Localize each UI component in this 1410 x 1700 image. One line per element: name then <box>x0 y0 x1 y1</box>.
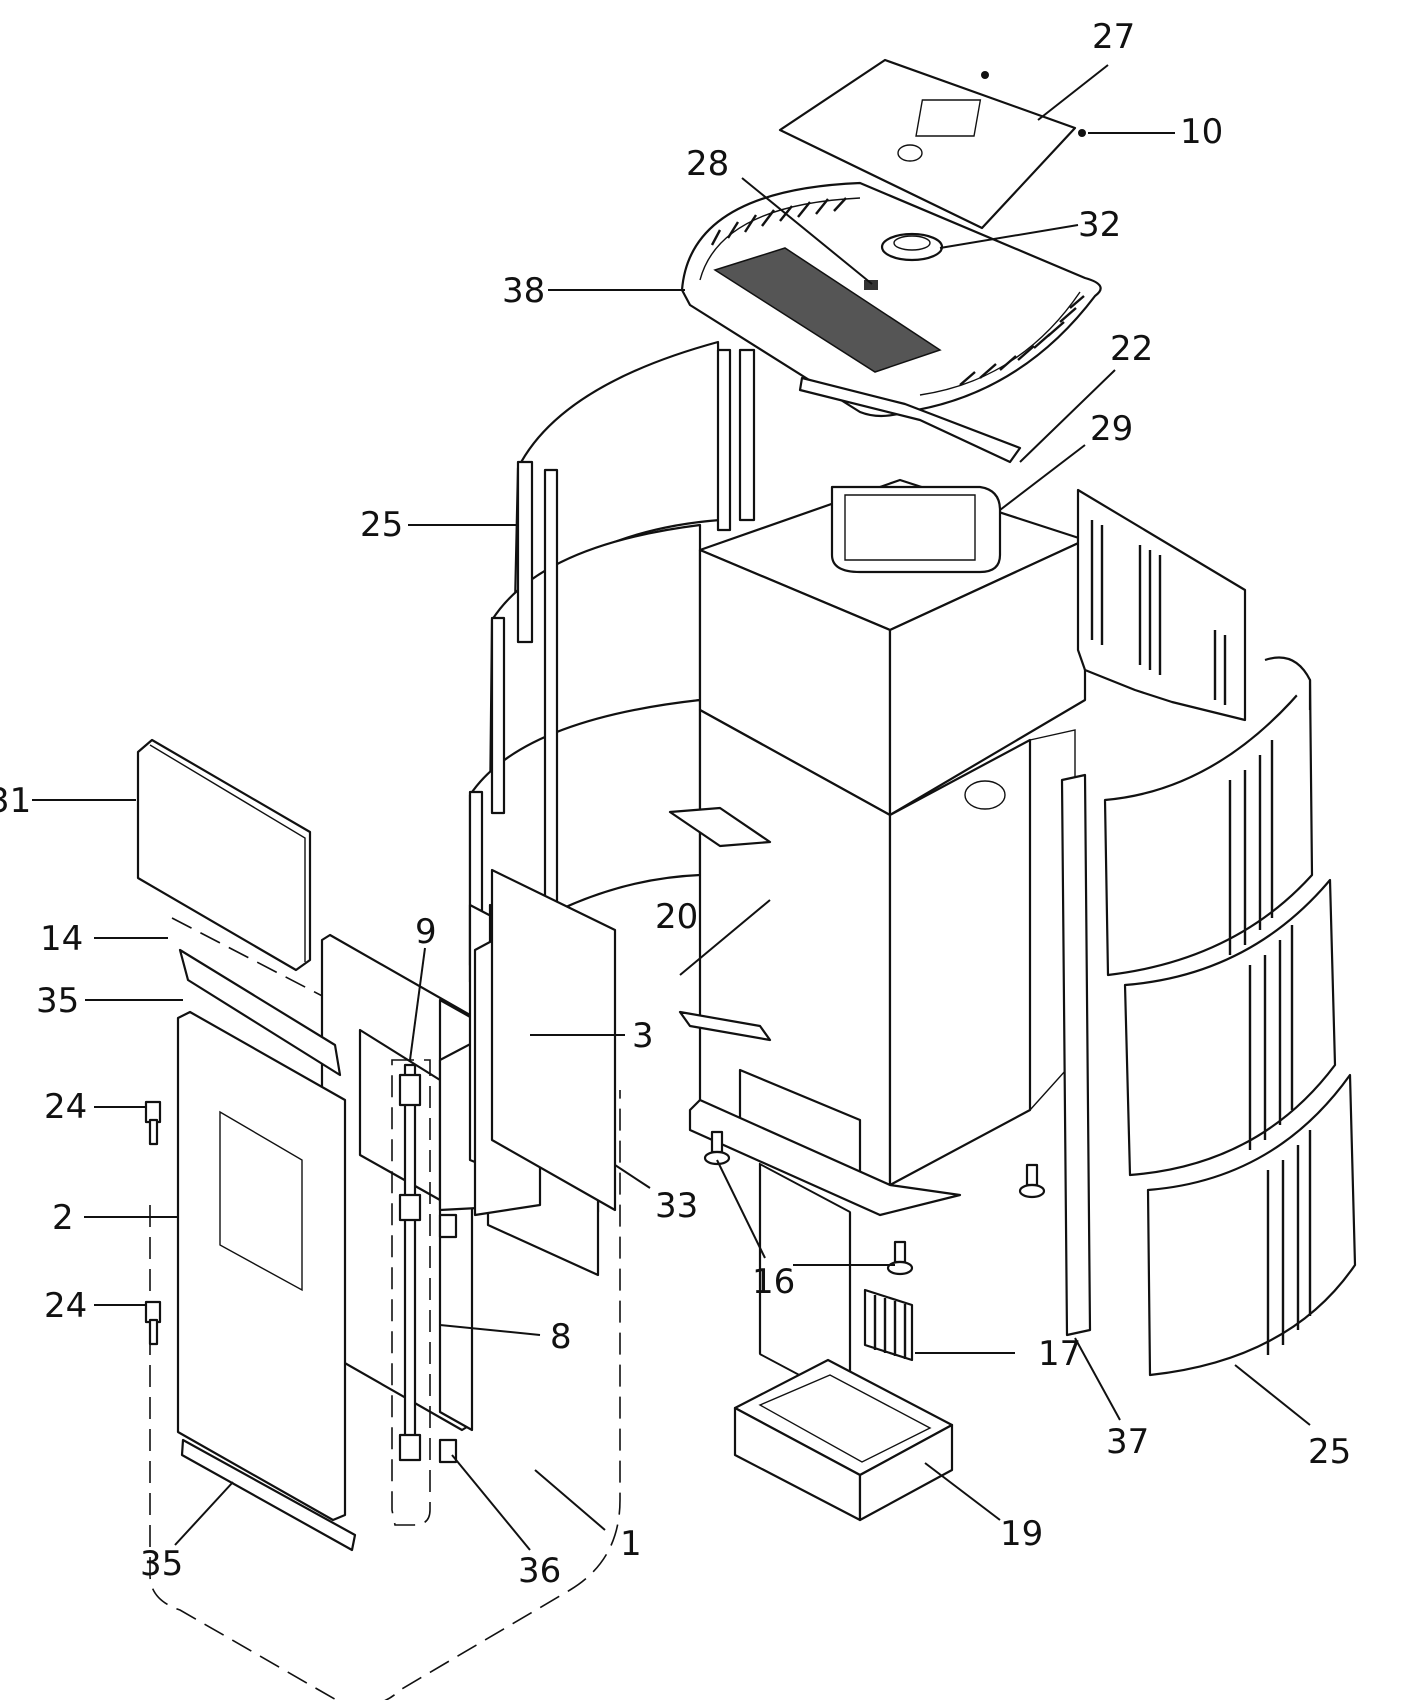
support-bracket <box>668 806 772 848</box>
callout-14: 14 <box>40 919 83 959</box>
callout-38: 38 <box>502 271 545 311</box>
callout-20: 20 <box>655 897 698 937</box>
door-handle <box>144 1300 162 1346</box>
callout-36: 36 <box>518 1551 561 1591</box>
callout-19: 19 <box>1000 1514 1043 1554</box>
door-seal-frame <box>490 868 617 1212</box>
callout-16: 16 <box>752 1262 795 1302</box>
door-panel <box>176 1010 347 1522</box>
grille-bracket <box>798 376 1022 464</box>
flue-collar <box>880 232 944 262</box>
callout-33: 33 <box>655 1186 698 1226</box>
support-bracket <box>678 1010 772 1042</box>
screw-part <box>1078 129 1086 137</box>
callout-17: 17 <box>1038 1334 1081 1374</box>
callout-8: 8 <box>550 1317 572 1357</box>
top-grille <box>680 181 1102 418</box>
callout-25: 25 <box>360 505 403 545</box>
top-door-trim <box>178 948 342 1077</box>
corner-trim <box>1060 773 1092 1337</box>
callout-labels: 27 10 28 32 38 22 29 25 31 14 35 9 20 3 … <box>0 17 1351 1591</box>
callout-9: 9 <box>415 912 437 952</box>
callout-37: 37 <box>1106 1422 1149 1462</box>
callout-32: 32 <box>1078 205 1121 245</box>
door-hinge-rod <box>391 1059 431 1526</box>
leader-lines <box>32 64 1311 1551</box>
callout-31: 31 <box>0 781 31 821</box>
door-handle <box>144 1100 162 1146</box>
callout-27: 27 <box>1092 17 1135 57</box>
callout-2: 2 <box>52 1198 74 1238</box>
callout-25: 25 <box>1308 1432 1351 1472</box>
callout-1: 1 <box>620 1524 642 1564</box>
rear-perforated-panel <box>1076 488 1247 722</box>
callout-24: 24 <box>44 1286 87 1326</box>
callout-35: 35 <box>36 981 79 1021</box>
leveling-foot <box>703 1130 731 1166</box>
callout-22: 22 <box>1110 329 1153 369</box>
ash-grate <box>863 1288 914 1362</box>
ash-drawer <box>733 1358 954 1522</box>
callout-28: 28 <box>686 144 729 184</box>
bottom-door-trim <box>180 1438 357 1552</box>
hopper-lid <box>136 738 312 972</box>
stove-body <box>688 478 1087 1404</box>
callout-35: 35 <box>140 1544 183 1584</box>
callout-24: 24 <box>44 1087 87 1127</box>
leveling-foot <box>1018 1163 1046 1199</box>
callout-10: 10 <box>1180 112 1223 152</box>
leveling-foot <box>886 1240 914 1276</box>
small-clip <box>864 280 878 290</box>
side-curved-panels <box>1103 656 1357 1377</box>
callout-3: 3 <box>632 1016 654 1056</box>
callout-29: 29 <box>1090 409 1133 449</box>
top-cover-plate <box>778 58 1077 230</box>
